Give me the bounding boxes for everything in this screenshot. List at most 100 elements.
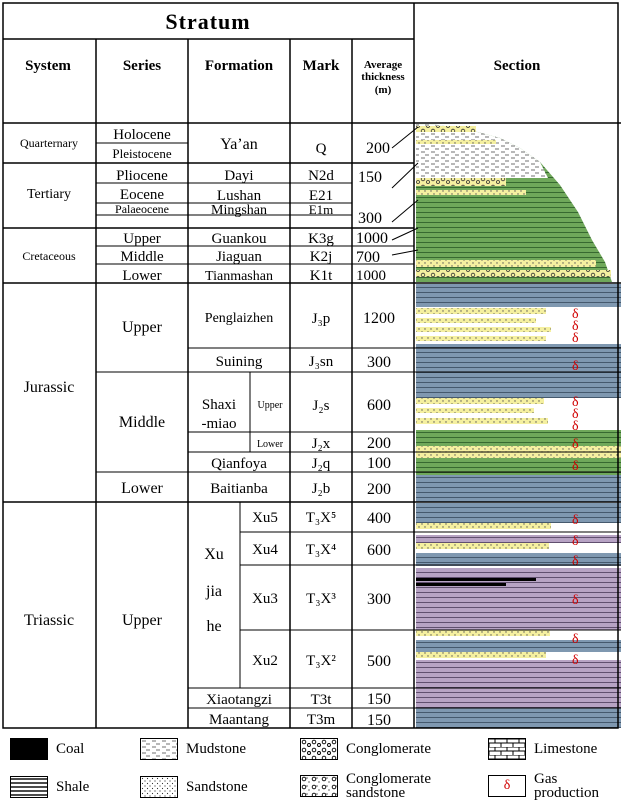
thickness-value: 500 xyxy=(367,653,391,670)
formation-xu4: Xu4 xyxy=(252,542,278,558)
thickness-value: 200 xyxy=(366,140,390,157)
mark-j3p: J₃p xyxy=(312,311,331,327)
mark-j2b: J₂b xyxy=(312,481,331,497)
mark-q: Q xyxy=(316,141,327,157)
thickness-value: 1200 xyxy=(363,310,395,327)
formation-dayi: Dayi xyxy=(224,168,253,184)
conglomerate-sandstone-swatch xyxy=(300,775,338,797)
mark-k2j: K2j xyxy=(310,249,333,265)
legend-shale: Shale xyxy=(10,776,89,798)
legend-limestone: Limestone xyxy=(488,738,597,760)
avg-thickness-header-line2: thickness xyxy=(361,71,405,83)
formation-xiaotangzi: Xiaotangzi xyxy=(206,692,272,708)
legend-label: Limestone xyxy=(534,741,598,757)
gas-production-icon: δ xyxy=(572,307,579,322)
mark-column: Q N2d E21 E1m K3g K2j K1t J₃p J₃sn J₂s J… xyxy=(306,141,337,728)
formation-xujiahe-line3: he xyxy=(206,618,221,635)
formation-column: Ya’an Dayi Lushan Mingshan Guankou Jiagu… xyxy=(202,136,284,728)
system-quarternary: Quarternary xyxy=(20,136,78,150)
conglomerate-swatch xyxy=(300,738,338,760)
mark-j2x: J₂x xyxy=(312,436,331,452)
series-header: Series xyxy=(123,58,161,74)
formation-xu3: Xu3 xyxy=(252,591,278,607)
thickness-value: 1000 xyxy=(356,230,388,247)
gas-production-icon: δ xyxy=(572,331,579,346)
legend-label: Mudstone xyxy=(186,741,246,757)
mark-t3x2: T₃X² xyxy=(306,653,336,669)
legend-label: Sandstone xyxy=(186,779,248,795)
stratigraphic-table: δ δ δ δ δ δ δ δ δ δ δ δ δ δ δ xyxy=(2,2,621,729)
formation-yaan: Ya’an xyxy=(220,136,257,153)
gas-markers: δ δ δ δ δ δ δ δ δ δ δ δ δ δ δ xyxy=(572,307,579,668)
mark-t3x5: T₃X⁵ xyxy=(306,510,336,526)
avg-thickness-header-line1: Average xyxy=(364,59,402,71)
gas-production-icon: δ xyxy=(572,632,579,647)
system-column: Quarternary Tertiary Cretaceous Jurassic… xyxy=(20,136,78,629)
legend-label: Shale xyxy=(56,779,90,795)
limestone-swatch xyxy=(488,738,526,760)
formation-shaximiao-upper: Upper xyxy=(258,400,284,411)
formation-baitianba: Baitianba xyxy=(210,481,268,497)
gas-production-icon: δ xyxy=(572,653,579,668)
thickness-value: 600 xyxy=(367,397,391,414)
mark-header: Mark xyxy=(303,58,340,74)
mudstone-swatch xyxy=(140,738,178,760)
formation-maantang: Maantang xyxy=(209,712,269,728)
mark-e21: E21 xyxy=(309,188,333,204)
mark-j2s: J₂s xyxy=(313,398,330,414)
thickness-column: 200 150 300 1000 700 1000 1200 300 600 2… xyxy=(356,140,395,729)
series-palaeocene: Palaeocene xyxy=(115,202,169,216)
gas-production-icon: δ xyxy=(572,534,579,549)
series-column: Holocene Pleistocene Pliocene Eocene Pal… xyxy=(112,127,171,629)
section-header: Section xyxy=(494,58,541,74)
formation-shaximiao-line1: Shaxi xyxy=(202,397,236,413)
thickness-value: 600 xyxy=(367,542,391,559)
legend-mudstone: Mudstone xyxy=(140,738,246,760)
series-jurassic-lower: Lower xyxy=(121,480,163,497)
mark-t3x3: T₃X³ xyxy=(306,591,336,607)
mark-j3sn: J₃sn xyxy=(309,354,334,370)
legend-conglomerate: Conglomerate xyxy=(300,738,431,760)
gas-production-icon: δ xyxy=(572,459,579,474)
formation-xu5: Xu5 xyxy=(252,510,278,526)
thickness-value: 200 xyxy=(367,481,391,498)
series-holocene: Holocene xyxy=(113,127,171,143)
series-eocene: Eocene xyxy=(120,187,164,203)
formation-penglaizhen: Penglaizhen xyxy=(205,311,273,326)
thickness-value: 150 xyxy=(367,691,391,708)
series-jurassic-upper: Upper xyxy=(122,319,163,336)
gas-production-icon: δ xyxy=(572,407,579,422)
gas-production-icon: δ xyxy=(572,395,579,410)
avg-thickness-header-line3: (m) xyxy=(375,84,392,96)
gas-production-icon: δ xyxy=(572,437,579,452)
series-cretaceous-lower: Lower xyxy=(122,268,161,284)
gas-swatch: δ xyxy=(488,775,526,797)
mark-j2q: J₂q xyxy=(312,456,331,472)
thickness-value: 300 xyxy=(358,210,382,227)
formation-xujiahe-line1: Xu xyxy=(204,546,224,563)
table-grid xyxy=(2,2,621,729)
mark-t3m: T3m xyxy=(307,712,336,728)
gas-production-icon: δ xyxy=(572,419,579,434)
formation-jiaguan: Jiaguan xyxy=(216,249,262,265)
system-cretaceous: Cretaceous xyxy=(22,249,76,263)
formation-shaximiao-line2: -miao xyxy=(202,416,237,432)
series-triassic-upper: Upper xyxy=(122,612,163,629)
formation-xujiahe-line2: jia xyxy=(205,583,222,600)
series-cretaceous-upper: Upper xyxy=(123,231,161,247)
legend-coal: Coal xyxy=(10,738,84,760)
mark-k1t: K1t xyxy=(310,268,333,284)
formation-suining: Suining xyxy=(216,354,263,370)
mark-k3g: K3g xyxy=(308,231,334,247)
thickness-value: 150 xyxy=(367,712,391,729)
thickness-value: 100 xyxy=(367,455,391,472)
sandstone-swatch xyxy=(140,776,178,798)
formation-lushan: Lushan xyxy=(217,188,262,204)
formation-mingshan: Mingshan xyxy=(211,203,267,218)
gas-production-icon: δ xyxy=(572,319,579,334)
mark-n2d: N2d xyxy=(308,168,334,184)
